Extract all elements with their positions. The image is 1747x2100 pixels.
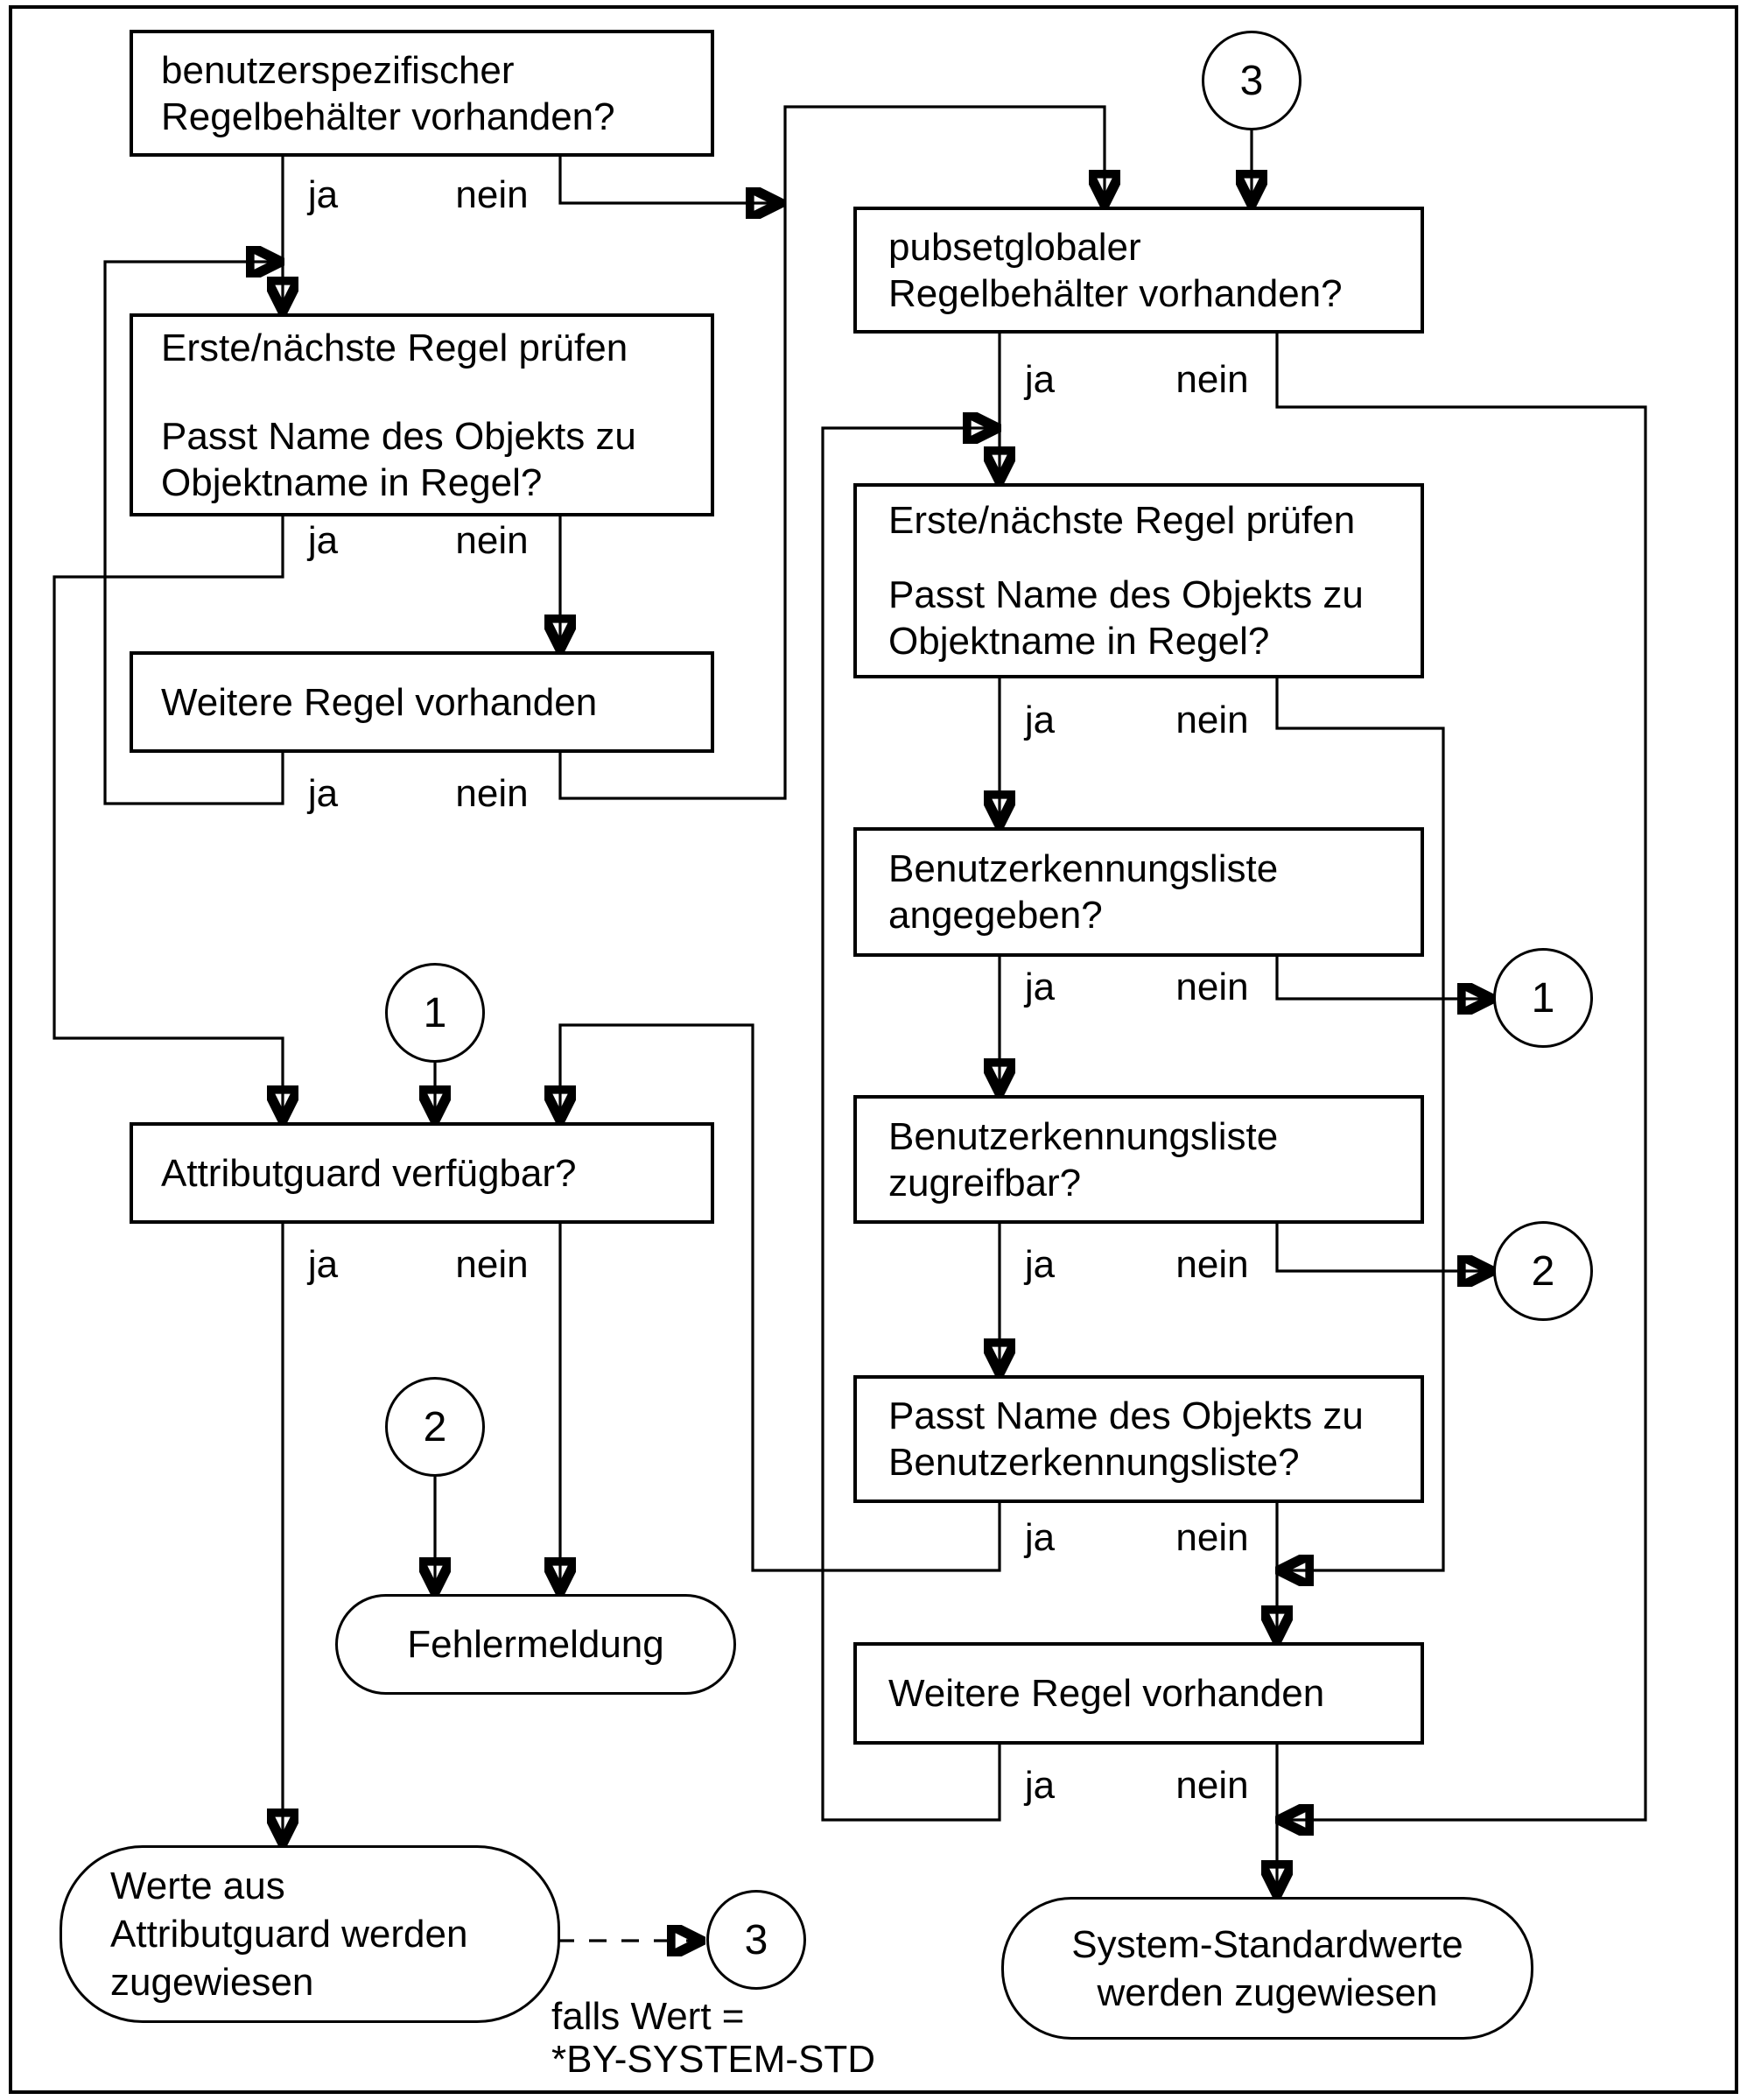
ja-label-userid-specified: ja <box>1024 966 1056 1008</box>
edge-more-rules-left-ja-loop <box>103 262 283 805</box>
node-text-line: Regelbehälter vorhanden? <box>888 271 1343 315</box>
edge-check-rule-left-ja-to-attributguard <box>53 516 283 1118</box>
edge-user-container-nein <box>558 157 778 203</box>
edge-userid-specified-nein-to-connector1 <box>1275 957 1490 999</box>
node-text-line: Passt Name des Objekts zu <box>161 414 636 458</box>
ja-label-more-rules-right: ja <box>1024 1764 1056 1807</box>
nein-label-userid-specified: nein <box>1175 966 1249 1008</box>
nein-label-userid-accessible: nein <box>1175 1243 1249 1286</box>
node-text-line: pubsetglobaler <box>888 225 1141 269</box>
nein-label-check-rule-right: nein <box>1175 699 1249 741</box>
connector-circle-3-top: 3 <box>1202 31 1301 130</box>
node-userid-list-specified: Benutzerkennungsliste angegeben? <box>853 827 1424 957</box>
ja-label-more-rules-left: ja <box>307 772 339 815</box>
node-text-line: Attributguard werden <box>110 1913 468 1956</box>
ja-label-userid-accessible: ja <box>1024 1243 1056 1286</box>
nein-label-attributguard: nein <box>455 1243 529 1286</box>
node-text-line: Weitere Regel vorhanden <box>161 680 598 724</box>
nein-label-object-matches: nein <box>1175 1516 1249 1559</box>
node-object-matches-list: Passt Name des Objekts zu Benutzerkennun… <box>853 1375 1424 1503</box>
nein-label-user-container: nein <box>455 173 529 216</box>
edge-check-rule-right-nein <box>1277 678 1445 1570</box>
node-text-line: Benutzerkennungsliste <box>888 847 1279 890</box>
ja-label-pubset: ja <box>1024 358 1056 401</box>
node-check-rule-right: Erste/nächste Regel prüfen Passt Name de… <box>853 483 1424 678</box>
node-text-line: Erste/nächste Regel prüfen <box>888 499 1356 542</box>
connector-circle-2-left: 2 <box>385 1377 485 1477</box>
connector-circle-3-bottom: 3 <box>706 1890 806 1990</box>
node-text-line: Regelbehälter vorhanden? <box>161 95 615 138</box>
edge-pubset-nein <box>1277 334 1647 1820</box>
node-userid-list-accessible: Benutzerkennungsliste zugreifbar? <box>853 1095 1424 1224</box>
edge-userid-accessible-nein-to-connector2 <box>1275 1224 1490 1271</box>
node-user-container: benutzerspezifischer Regelbehälter vorha… <box>130 30 714 157</box>
connector-circle-1-left: 1 <box>385 963 485 1063</box>
node-text-line: Benutzerkennungsliste? <box>888 1441 1300 1484</box>
nein-label-pubset: nein <box>1175 358 1249 401</box>
edge-more-rules-right-ja-loop <box>821 428 1000 1822</box>
node-text-line: Fehlermeldung <box>407 1623 664 1666</box>
node-text-line: Passt Name des Objekts zu <box>888 573 1364 616</box>
nein-label-more-rules-left: nein <box>455 772 529 815</box>
ja-label-object-matches: ja <box>1024 1516 1056 1559</box>
edge-more-rules-left-nein-to-pubset <box>558 105 1105 800</box>
figure-border <box>9 5 1738 2094</box>
node-text-line: werden zugewiesen <box>1097 1970 1438 2014</box>
edge-object-matches-ja-to-attributguard <box>560 1023 1001 1572</box>
node-error-message: Fehlermeldung <box>335 1594 736 1695</box>
dashed-condition-text-line2: *BY-SYSTEM-STD <box>551 2038 876 2081</box>
dashed-condition-text-line1: falls Wert = <box>551 1995 745 2038</box>
ja-label-check-rule-right: ja <box>1024 699 1056 741</box>
node-attributguard-available: Attributguard verfügbar? <box>130 1122 714 1224</box>
node-text-line: Objektname in Regel? <box>888 620 1270 663</box>
nein-label-check-rule-left: nein <box>455 519 529 562</box>
node-text-line: Benutzerkennungsliste <box>888 1114 1279 1158</box>
node-text-line: Attributguard verfügbar? <box>161 1151 577 1195</box>
node-system-defaults: System-Standardwerte werden zugewiesen <box>1001 1897 1533 2040</box>
node-text-line: zugewiesen <box>110 1961 314 2004</box>
node-more-rules-left: Weitere Regel vorhanden <box>130 651 714 753</box>
node-text-line: Weitere Regel vorhanden <box>888 1672 1325 1715</box>
nein-label-more-rules-right: nein <box>1175 1764 1249 1807</box>
ja-label-check-rule-left: ja <box>307 519 339 562</box>
ja-label-user-container: ja <box>307 173 339 216</box>
node-more-rules-right: Weitere Regel vorhanden <box>853 1642 1424 1745</box>
node-pubset-container: pubsetglobaler Regelbehälter vorhanden? <box>853 207 1424 334</box>
node-text-line: Passt Name des Objekts zu <box>888 1394 1364 1437</box>
node-text-line: benutzerspezifischer <box>161 48 515 92</box>
node-check-rule-left: Erste/nächste Regel prüfen Passt Name de… <box>130 313 714 516</box>
node-text-line: Objektname in Regel? <box>161 460 543 504</box>
node-text-line: Erste/nächste Regel prüfen <box>161 326 628 369</box>
node-values-from-attributguard: Werte aus Attributguard werden zugewiese… <box>60 1845 560 2023</box>
ja-label-attributguard: ja <box>307 1243 339 1286</box>
node-text-line: Werte aus <box>110 1865 285 1907</box>
node-text-line: zugreifbar? <box>888 1161 1082 1205</box>
connector-circle-2-right: 2 <box>1493 1221 1593 1321</box>
connector-circle-1-right: 1 <box>1493 948 1593 1048</box>
node-text-line: angegeben? <box>888 894 1103 937</box>
node-text-line: System-Standardwerte <box>1071 1922 1463 1966</box>
